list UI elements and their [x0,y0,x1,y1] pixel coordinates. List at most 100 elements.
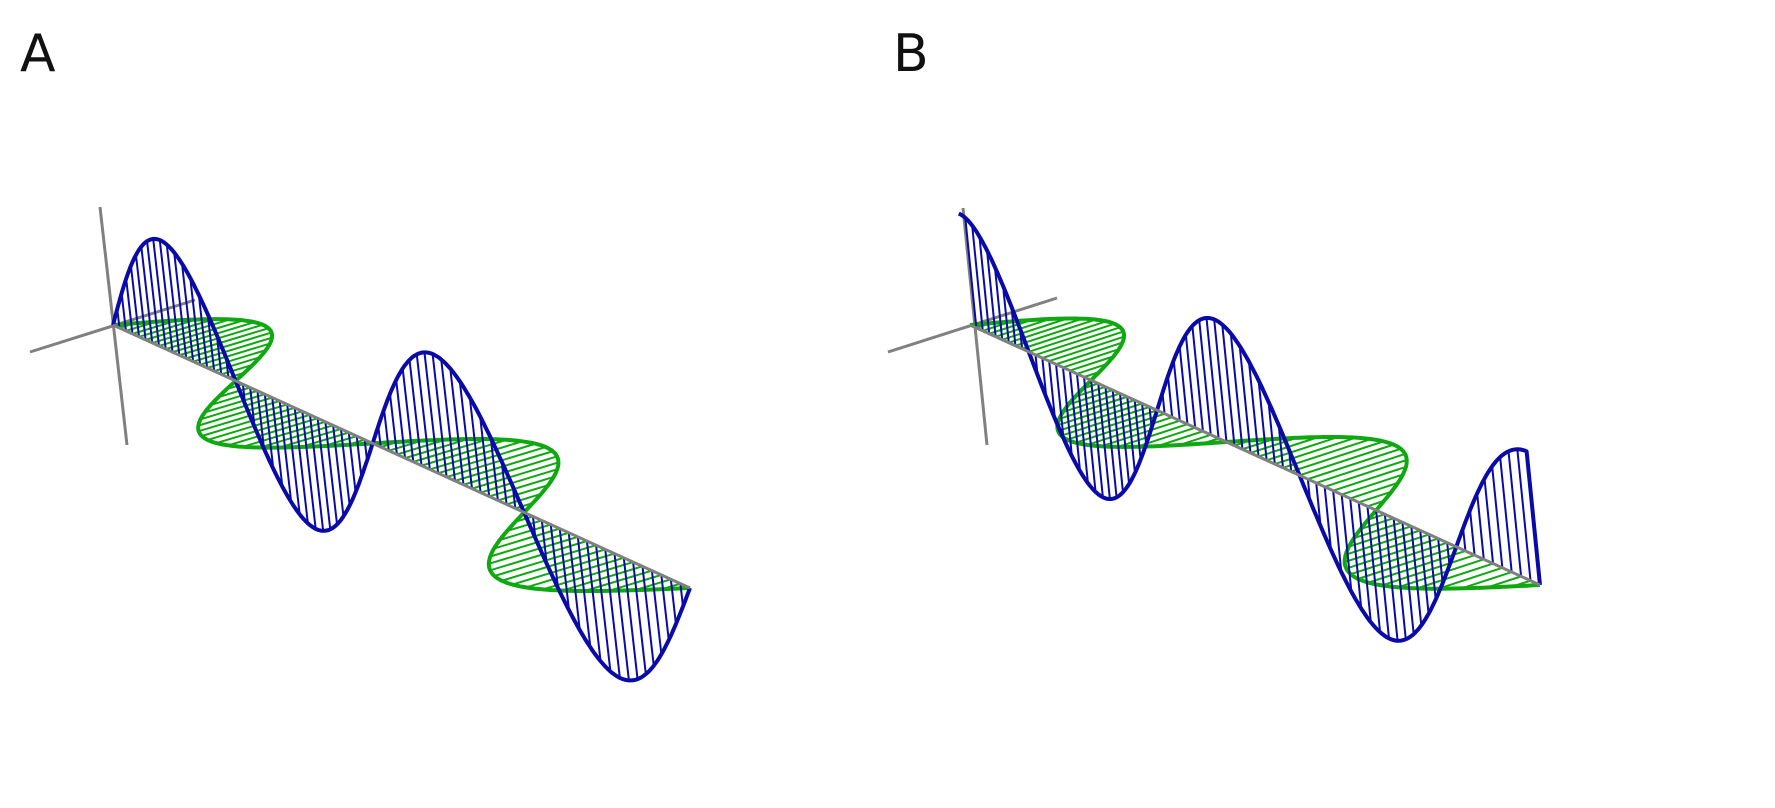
blue-field-hatch-line [1437,538,1444,584]
green-field-hatch-line [1332,465,1407,492]
blue-field-hatch-line [458,381,474,489]
green-field-hatch-line [446,446,546,479]
blue-field-hatch-line [181,263,195,362]
blue-field-hatch-line [308,414,325,531]
green-field-hatch-line [1028,322,1115,353]
blue-field-hatch-line [1172,360,1181,421]
green-field-hatch-line [199,342,271,366]
blue-field-hatch-line [1491,466,1504,568]
green-field-hatch-line [185,331,272,360]
green-field-hatch-line [1074,385,1106,398]
blue-field-hatch-line [339,428,351,506]
green-field-hatch-line [279,427,342,449]
blue-field-hatch-line [271,397,284,487]
green-field-hatch-line [1274,436,1356,465]
blue-field-hatch-line [278,400,293,503]
blue-field-hatch-line [383,409,390,451]
green-field-hatch-line [1015,318,1096,347]
green-field-hatch-line [1307,447,1402,481]
blue-field-hatch-line [197,294,209,369]
blue-field-hatch-line [1205,317,1220,439]
blue-field-hatch-line [1483,478,1495,564]
blue-field-hatch-line [604,549,621,678]
green-field-hatch-line [259,424,334,449]
blue-field-hatch-line [1428,534,1437,600]
green-field-hatch-line [1381,554,1475,587]
blue-field-hatch-line [1221,324,1236,446]
blue-field-hatch-line [355,435,363,478]
green-field-hatch-line [1461,571,1513,590]
blue-field-hatch-line [1061,367,1073,457]
blue-field-hatch-line [165,244,181,356]
blue-field-hatching [116,238,684,681]
blue-field-hatch-line [134,254,147,340]
blue-field-hatch-line [158,239,174,353]
green-field-hatch-line [489,531,570,558]
blue-field-hatch-line [1184,334,1197,428]
blue-field-hatch-line [1133,400,1142,460]
blue-field-hatch-line [1075,373,1089,484]
green-field-hatch-line [1315,453,1406,484]
blue-field-hatch-line [1392,518,1407,640]
green-field-hatch-line [218,386,251,399]
blue-field-hatch-line [125,278,134,334]
blue-field-hatch-line [286,404,301,515]
blue-field-hatch-line [120,293,127,331]
green-field-hatch-line [480,468,558,494]
blue-field-hatch-line [622,557,639,680]
panel-label-a: A [20,24,56,84]
blue-field-hatch-line [1055,364,1065,439]
blue-field-hatch-line [1499,456,1513,573]
blue-field-hatch-line [449,368,465,485]
blue-field-hatch-line [1516,449,1532,581]
blue-field-hatch-line [1104,386,1118,498]
blue-field-hatch-line [468,397,482,493]
green-field-hatch-line [493,527,561,550]
green-field-hatch-line [471,461,559,490]
blue-field-hatch-line [1410,526,1423,626]
blue-field-hatch-line [669,579,677,625]
blue-field-hatch-line [324,421,339,525]
green-field-hatch-line [1157,430,1204,448]
blue-field-hatch-line [1198,320,1212,435]
blue-field-hatch-line [206,314,216,372]
blue-field-hatch-line [613,553,630,681]
blue-field-hatch-line [440,359,457,482]
green-field-hatch-line [1324,459,1408,488]
blue-field-hatch-line [1191,325,1204,432]
blue-field-hatch-line [1118,393,1131,485]
blue-field-hatch-line [408,359,423,466]
blue-field-hatch-line [1167,375,1174,418]
green-field-hatch-line [1348,525,1412,548]
blue-field-hatch-line [1111,389,1124,493]
blue-field-hatch-line [1277,425,1284,468]
blue-field-hatch-line [993,266,1004,340]
green-field-hatch-line [1266,436,1339,462]
green-field-hatch-line [1358,490,1392,504]
blue-field-hatch-line [1476,493,1485,560]
green-field-hatch-line [1069,355,1114,372]
green-field-hatch-line [1349,481,1399,500]
green-field-hatch-line [506,519,543,532]
blue-field-hatch-line [1323,486,1333,551]
blue-field-hatch-line [964,217,978,328]
blue-field-hatch-line [1229,333,1244,450]
blue-field-curve [957,211,1542,643]
blue-field-hatch-line [256,390,266,449]
green-field-hatch-line [404,438,469,460]
blue-field-hatch-line [301,411,317,529]
blue-field-hatch-line [1401,522,1415,635]
green-field-hatch-line [1290,440,1384,473]
blue-field-hatch-line [1383,514,1399,641]
panel-label-b: B [893,24,929,84]
green-field-hatch-line [1062,348,1120,369]
green-field-hatch-line [1001,317,1068,341]
blue-field-hatch-line [1083,376,1097,493]
blue-field-hatch-line [1267,401,1276,465]
blue-field-hatch-line [1332,490,1343,573]
blue-field-hatch-line [173,252,188,359]
blue-field-hatch-line [293,407,309,524]
green-field-hatch-line [1117,423,1188,448]
blue-field-hatch-line [263,394,275,469]
